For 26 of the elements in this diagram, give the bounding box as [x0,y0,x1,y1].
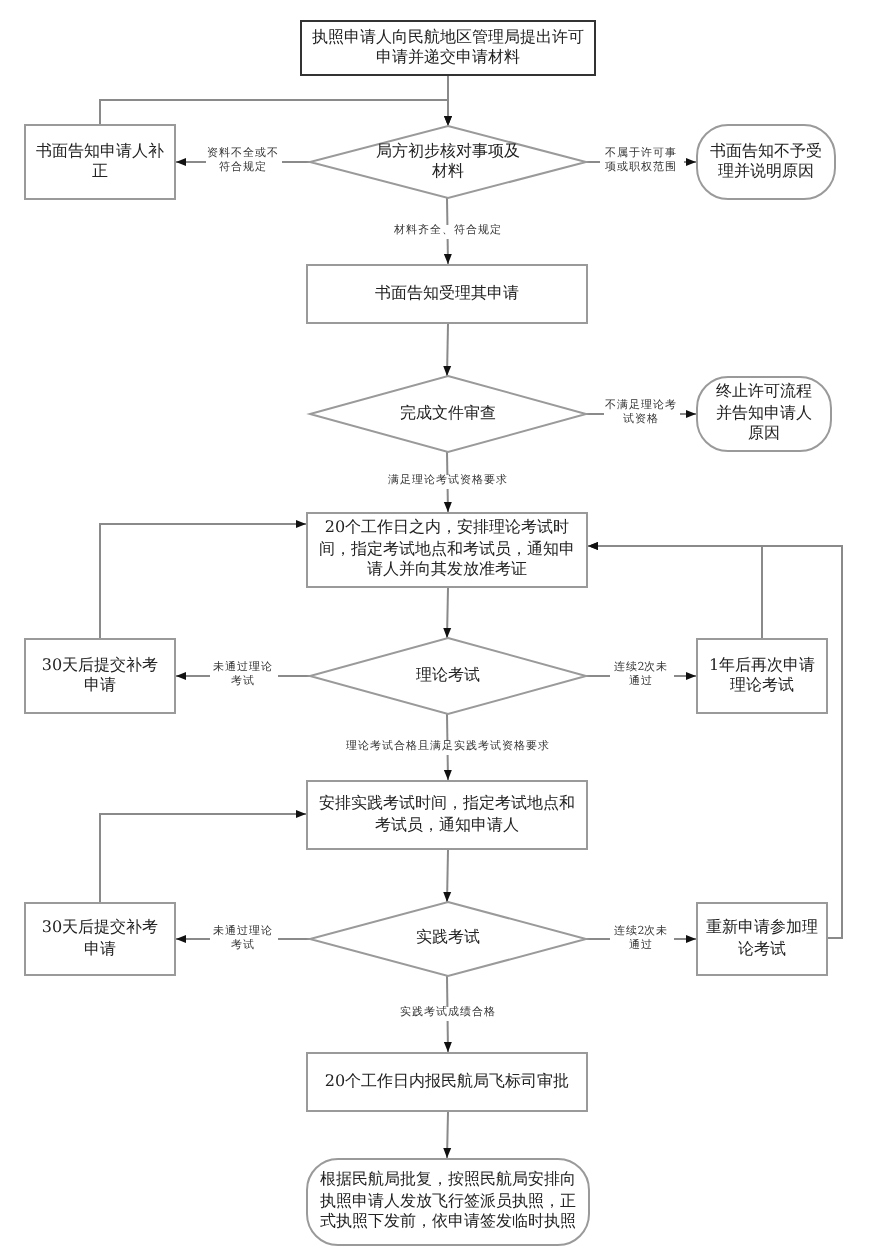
terminal-box: 根据民航局批复，按照民航局安排向执照申请人发放飞行签派员执照，正式执照下发前，依申请签发临时执照 [306,1158,590,1246]
arrow [443,587,452,639]
terminal-box: 书面告知不予受理并说明原因 [696,124,836,200]
process-box: 书面告知受理其申请 [306,264,588,324]
arrow [443,451,452,513]
decision-diamond: 实践考试 [310,902,586,976]
arrow [587,542,843,939]
process-box: 1年后再次申请理论考试 [696,638,828,714]
process-box: 30天后提交补考申请 [24,902,176,976]
process-box: 安排实践考试时间，指定考试地点和考试员，通知申请人 [306,780,588,850]
process-box: 20个工作日之内，安排理论考试时间，指定考试地点和考试员，通知申请人并向其发放准考证 [306,512,588,588]
terminal-box: 终止许可流程并告知申请人原因 [696,376,832,452]
decision-diamond: 完成文件审查 [310,376,586,452]
process-box: 重新申请参加理论考试 [696,902,828,976]
arrow [443,323,452,377]
process-box: 执照申请人向民航地区管理局提出许可申请并递交申请材料 [300,20,596,76]
arrow [99,810,307,903]
process-box: 30天后提交补考申请 [24,638,176,714]
process-box: 书面告知申请人补正 [24,124,176,200]
process-box: 20个工作日内报民航局飞标司审批 [306,1052,588,1112]
decision-diamond: 理论考试 [310,638,586,714]
arrow [443,1111,452,1159]
decision-diamond: 局方初步核对事项及材料 [310,126,586,198]
arrow [99,520,307,639]
arrow [99,99,452,127]
arrow [443,849,452,903]
